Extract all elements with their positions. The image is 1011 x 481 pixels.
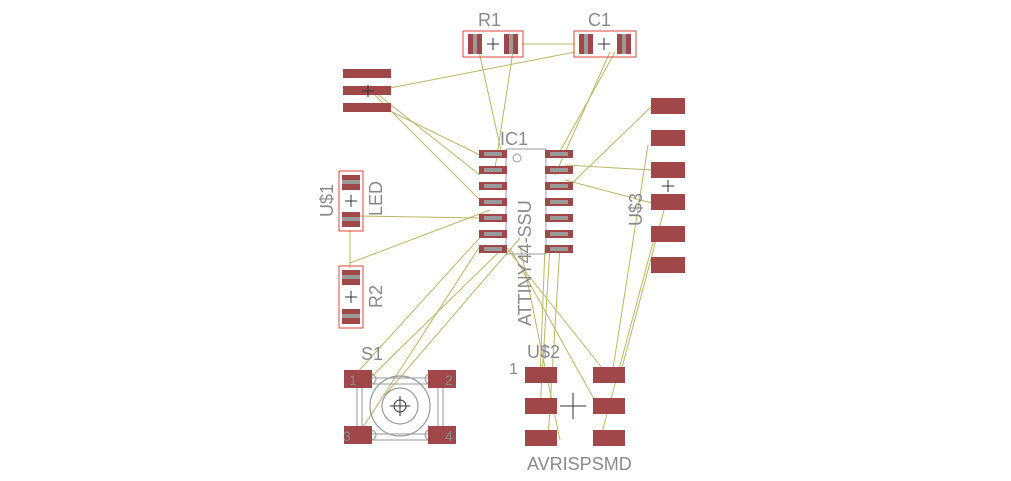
led-label: LED bbox=[366, 181, 386, 216]
isp-header-us2[interactable]: U$2 1 AVRISPSMD bbox=[509, 342, 632, 474]
s1-pin3-label: 3 bbox=[343, 428, 351, 444]
capacitor-c1[interactable]: C1 bbox=[573, 10, 637, 58]
resistor-r2[interactable]: R2 bbox=[338, 265, 386, 329]
r1-label: R1 bbox=[478, 10, 501, 30]
air-wires bbox=[349, 37, 669, 441]
s1-pin1-label: 1 bbox=[349, 372, 357, 388]
ic1-attiny44[interactable]: IC1 ATTINY44-SSU bbox=[479, 129, 573, 326]
led-us1[interactable]: U$1 LED bbox=[317, 170, 386, 232]
ic1-label: IC1 bbox=[500, 129, 528, 149]
r2-label: R2 bbox=[366, 285, 386, 308]
us2-pin1-label: 1 bbox=[509, 361, 518, 378]
us1-label: U$1 bbox=[317, 184, 337, 217]
avrispsmd-label: AVRISPSMD bbox=[527, 454, 632, 474]
s1-pin4-label: 4 bbox=[445, 428, 453, 444]
c1-label: C1 bbox=[588, 10, 611, 30]
resistor-r1[interactable]: R1 bbox=[462, 10, 524, 58]
ic1-value-label: ATTINY44-SSU bbox=[515, 200, 535, 326]
s1-label: S1 bbox=[361, 344, 383, 364]
header-us3[interactable]: U$3 bbox=[626, 98, 685, 273]
s1-pin2-label: 2 bbox=[445, 372, 453, 388]
us3-label: U$3 bbox=[626, 193, 646, 226]
switch-s1[interactable]: S1 1 2 3 4 bbox=[343, 344, 456, 444]
us2-label: U$2 bbox=[527, 342, 560, 362]
crystal-footprint[interactable] bbox=[343, 69, 391, 112]
